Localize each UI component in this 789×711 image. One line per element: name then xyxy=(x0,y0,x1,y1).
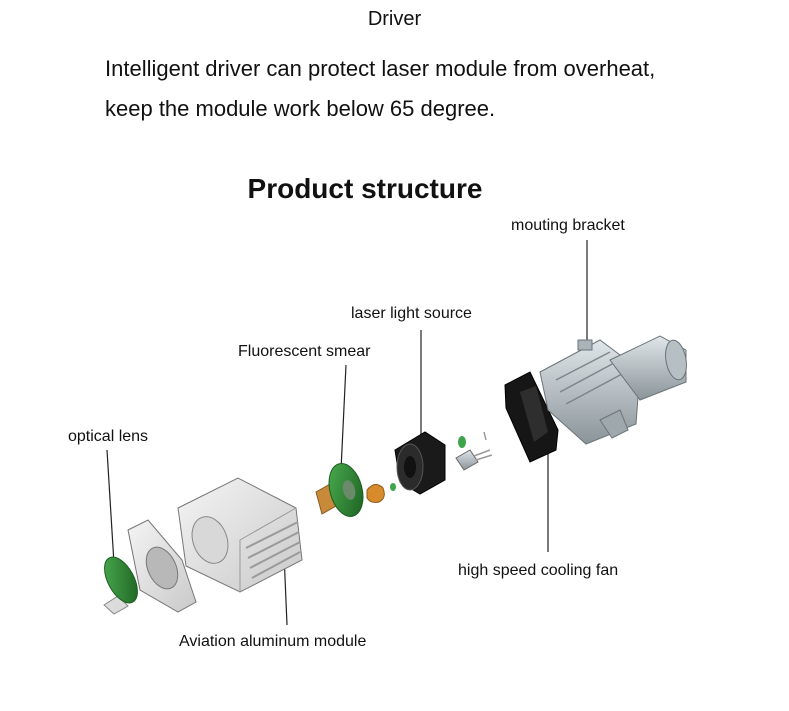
diagram-title: Product structure xyxy=(247,173,483,204)
leader-line-fluorescent xyxy=(340,364,347,471)
mounting-bracket xyxy=(539,335,687,445)
fluorescent-wheel xyxy=(315,463,396,517)
laser-diode xyxy=(455,431,493,471)
aluminum-module xyxy=(177,477,303,593)
label-mounting-bracket: mouting bracket xyxy=(511,217,625,234)
label-laser-light-source: laser light source xyxy=(351,305,472,322)
label-fluorescent-smear: Fluorescent smear xyxy=(238,343,371,360)
lens-holder-flange xyxy=(127,519,197,613)
label-cooling-fan: high speed cooling fan xyxy=(458,562,619,579)
description-line-1: Intelligent driver can protect laser mod… xyxy=(105,56,656,81)
label-aluminum-module: Aviation aluminum module xyxy=(179,633,367,650)
label-optical-lens: optical lens xyxy=(68,428,149,445)
optical-lens xyxy=(103,556,138,615)
description-line-2: keep the module work below 65 degree. xyxy=(105,96,496,121)
section-heading: Driver xyxy=(367,8,422,30)
laser-light-source xyxy=(394,431,446,495)
